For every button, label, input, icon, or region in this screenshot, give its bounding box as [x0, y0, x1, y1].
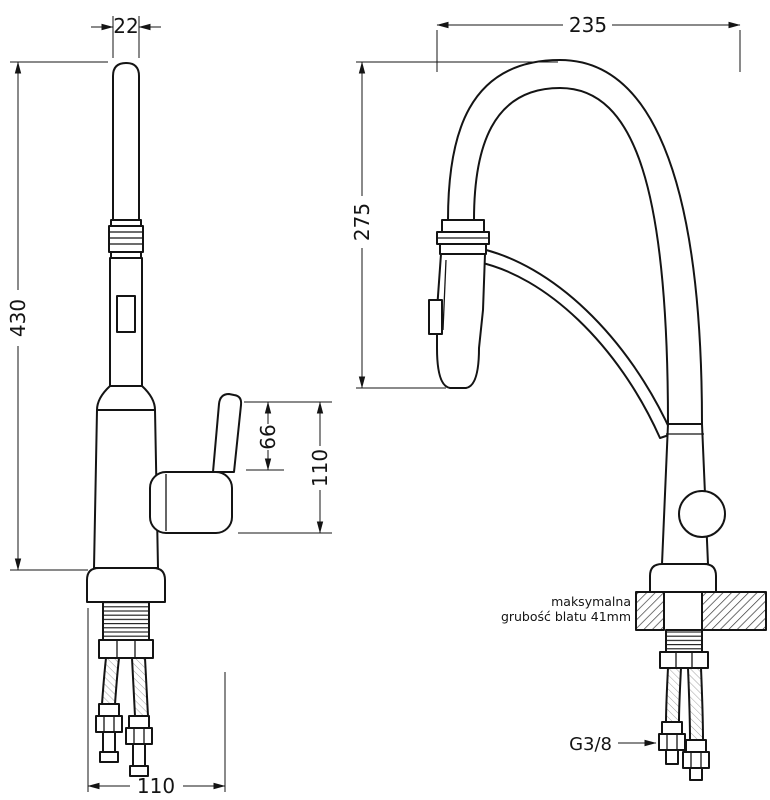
supply-hose-a	[665, 667, 682, 723]
body-cone	[96, 385, 156, 411]
dim-label-110-handle: 110	[308, 449, 332, 487]
threaded-shank-side	[665, 629, 703, 653]
hose-fitting-left	[95, 703, 123, 763]
thread-label: G3/8	[569, 734, 612, 755]
spray-head	[428, 219, 490, 389]
spout-column	[112, 62, 140, 229]
mounting-nut-side	[659, 651, 709, 669]
base-flange-side	[649, 563, 717, 593]
dimension-spout-reach: 235	[436, 13, 741, 72]
dim-label-235: 235	[569, 13, 607, 37]
mounting-nut	[98, 639, 154, 659]
countertop-left	[635, 591, 665, 631]
dim-label-22: 22	[113, 14, 138, 38]
supply-hose-b	[687, 667, 704, 741]
countertop-note: maksymalna grubość blatu 41mm	[501, 594, 631, 624]
countertop-note-line2: grubość blatu 41mm	[501, 609, 631, 624]
left-view-faucet	[86, 62, 243, 777]
dimensions: 22 430 66 110 110	[6, 13, 741, 798]
handle-lever	[212, 393, 243, 473]
base-flange	[86, 567, 166, 603]
countertop-right	[701, 591, 767, 631]
handle-hub	[149, 471, 233, 534]
aerator-rings	[108, 225, 144, 259]
hose-fitting-right	[125, 715, 153, 777]
inner-spray-hose	[477, 247, 673, 439]
thread-callout: G3/8	[569, 734, 657, 755]
hose-collar-lines	[666, 423, 704, 435]
countertop-section	[635, 591, 767, 631]
dim-label-275: 275	[350, 203, 374, 241]
supply-hose-left	[101, 657, 120, 705]
hose-fitting-a	[658, 721, 686, 765]
dim-label-66: 66	[256, 424, 280, 449]
dimension-total-height: 430	[6, 61, 108, 571]
right-view-faucet	[428, 59, 767, 781]
dimension-spout-width: 22	[91, 14, 161, 58]
spray-button	[428, 299, 443, 335]
hose-fitting-b	[682, 739, 710, 781]
handle-knob	[678, 490, 726, 538]
dim-label-430: 430	[6, 299, 30, 337]
dimension-spout-height: 275	[350, 61, 558, 389]
threaded-shank	[102, 601, 150, 641]
countertop-note-line1: maksymalna	[551, 594, 631, 609]
lower-column	[93, 409, 159, 569]
supply-hose-right	[131, 657, 149, 717]
body-window	[116, 295, 136, 333]
dim-label-110-base: 110	[137, 774, 175, 798]
dimension-handle-heights: 66 110	[238, 401, 332, 534]
dimension-base-width: 110	[87, 608, 226, 798]
